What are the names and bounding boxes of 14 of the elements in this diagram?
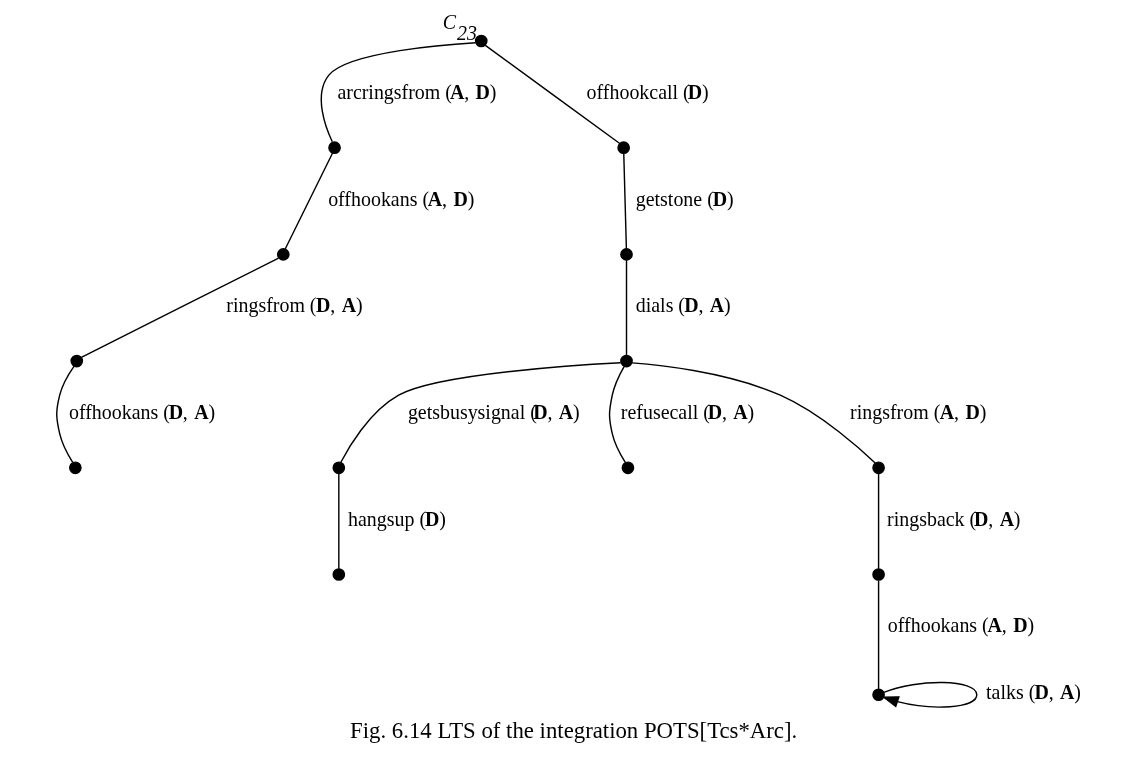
edge-label: offhookcall (D): [586, 80, 709, 103]
edge-label: talks (D, A): [985, 681, 1081, 704]
edge-label: ringsfrom (A, D): [849, 400, 986, 423]
edge-label: getstone (D): [635, 187, 734, 210]
edge-label: arcringsfrom (A, D): [336, 80, 496, 103]
edge-label: offhookans (A, D): [327, 187, 474, 210]
edge-label: hangsup (D): [347, 507, 446, 530]
caption: Fig. 6.14 LTS of the integration POTS[Tcs*Arc].: [349, 717, 797, 743]
edge-label: offhookans (A, D): [887, 614, 1034, 637]
edge-label: offhookans (D, A): [68, 400, 215, 423]
edge-label: ringsback (D, A): [886, 507, 1021, 530]
edge-label: dials (D, A): [635, 294, 731, 317]
edge-label: refusecall (D, A): [620, 400, 754, 423]
edge-label: ringsfrom (D, A): [225, 294, 363, 317]
